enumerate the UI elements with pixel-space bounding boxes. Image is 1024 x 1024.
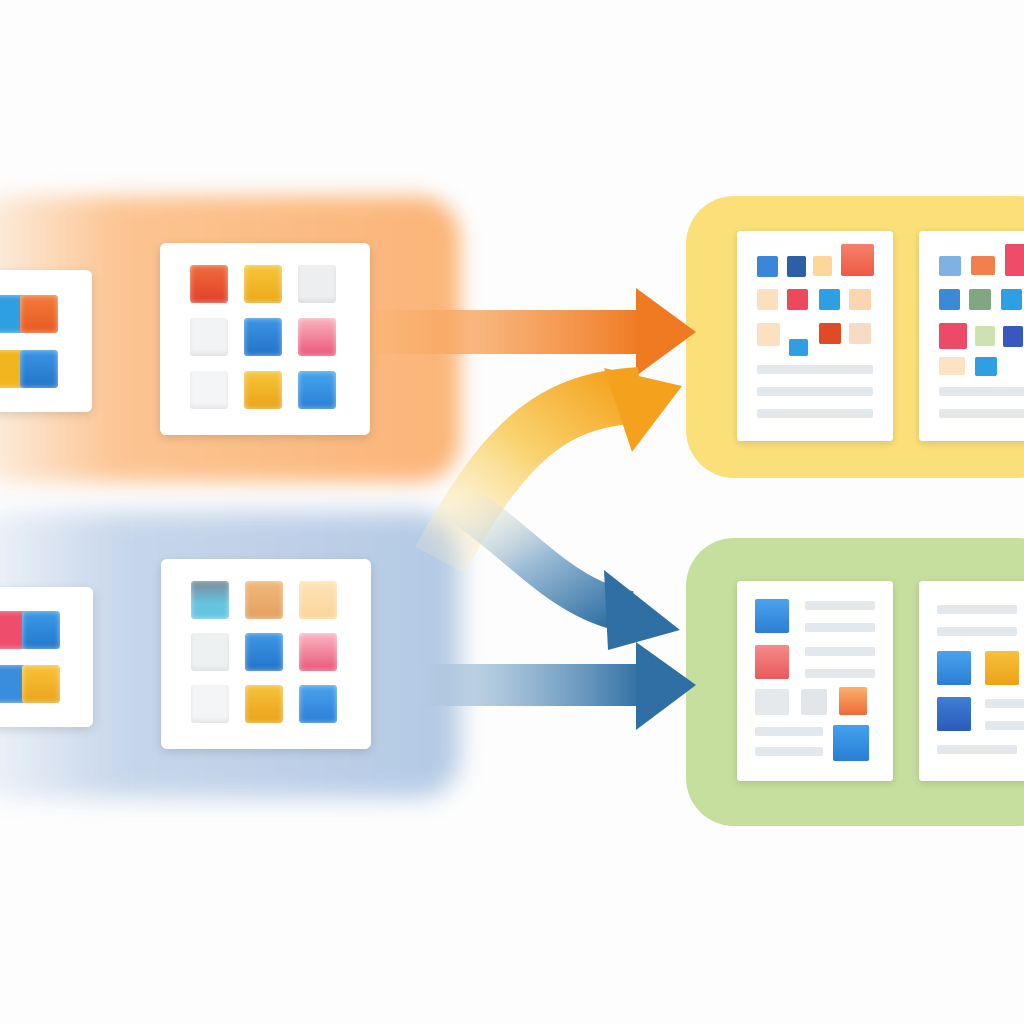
doc-block bbox=[937, 651, 971, 685]
text-line bbox=[937, 605, 1017, 614]
doc-block bbox=[839, 687, 867, 715]
text-line bbox=[757, 409, 873, 418]
tile bbox=[244, 265, 282, 303]
tile bbox=[298, 318, 336, 356]
text-line bbox=[757, 387, 873, 396]
text-line bbox=[939, 387, 1024, 396]
doc-block bbox=[801, 689, 827, 715]
doc-block bbox=[975, 357, 997, 376]
text-line bbox=[805, 623, 875, 632]
doc-block bbox=[757, 256, 778, 277]
doc-block bbox=[755, 645, 789, 679]
tile bbox=[191, 685, 229, 723]
tile-grid-card-small bbox=[0, 270, 92, 412]
doc-block bbox=[755, 599, 789, 633]
doc-block bbox=[975, 326, 995, 346]
tile bbox=[299, 685, 337, 723]
text-line bbox=[757, 365, 873, 374]
text-line bbox=[755, 747, 823, 756]
document-icon bbox=[919, 581, 1024, 781]
doc-block bbox=[757, 289, 778, 310]
text-line bbox=[805, 647, 875, 656]
doc-block bbox=[789, 339, 808, 356]
text-line bbox=[937, 745, 1017, 754]
tile bbox=[0, 611, 26, 649]
tile bbox=[190, 318, 228, 356]
tile bbox=[190, 265, 228, 303]
tile-grid-card bbox=[161, 559, 371, 749]
tile bbox=[20, 295, 58, 333]
text-line bbox=[985, 721, 1024, 730]
doc-block bbox=[819, 289, 840, 310]
doc-block bbox=[841, 244, 874, 276]
tile bbox=[245, 581, 283, 619]
tile bbox=[299, 581, 337, 619]
tile-grid-card-small bbox=[0, 587, 93, 727]
tile bbox=[298, 265, 336, 303]
tile bbox=[22, 665, 60, 703]
tile bbox=[190, 371, 228, 409]
text-line bbox=[805, 669, 875, 678]
doc-block bbox=[971, 256, 995, 275]
document-icon bbox=[919, 231, 1024, 441]
arrow-blue-curve bbox=[443, 482, 680, 650]
doc-block bbox=[985, 651, 1019, 685]
text-line bbox=[937, 627, 1017, 636]
tile bbox=[244, 371, 282, 409]
tile bbox=[245, 685, 283, 723]
doc-block bbox=[813, 256, 832, 276]
arrow-blue bbox=[420, 642, 696, 730]
tile bbox=[244, 318, 282, 356]
doc-block bbox=[969, 289, 991, 310]
tile-grid-card bbox=[160, 243, 370, 435]
tile bbox=[245, 633, 283, 671]
doc-block bbox=[755, 689, 789, 715]
doc-block bbox=[849, 323, 871, 344]
text-line bbox=[939, 409, 1024, 418]
doc-block bbox=[1001, 289, 1022, 310]
doc-block bbox=[833, 725, 869, 761]
document-icon bbox=[737, 231, 893, 441]
text-line bbox=[985, 699, 1024, 708]
document-icon bbox=[737, 581, 893, 781]
arrow-orange bbox=[370, 288, 696, 376]
tile bbox=[0, 665, 26, 703]
tile bbox=[20, 350, 58, 388]
doc-block bbox=[757, 323, 780, 346]
tile bbox=[191, 581, 229, 619]
text-line bbox=[755, 727, 823, 736]
tile bbox=[299, 633, 337, 671]
doc-block bbox=[1005, 244, 1024, 276]
doc-block bbox=[787, 289, 808, 310]
doc-block bbox=[939, 289, 960, 310]
doc-block bbox=[937, 697, 971, 731]
doc-block bbox=[819, 323, 841, 344]
tile bbox=[298, 371, 336, 409]
doc-block bbox=[787, 256, 806, 277]
doc-block bbox=[939, 323, 967, 349]
text-line bbox=[805, 601, 875, 610]
doc-block bbox=[1003, 326, 1023, 347]
doc-block bbox=[939, 357, 965, 375]
doc-block bbox=[849, 289, 871, 310]
tile bbox=[22, 611, 60, 649]
tile bbox=[191, 633, 229, 671]
doc-block bbox=[939, 256, 961, 276]
